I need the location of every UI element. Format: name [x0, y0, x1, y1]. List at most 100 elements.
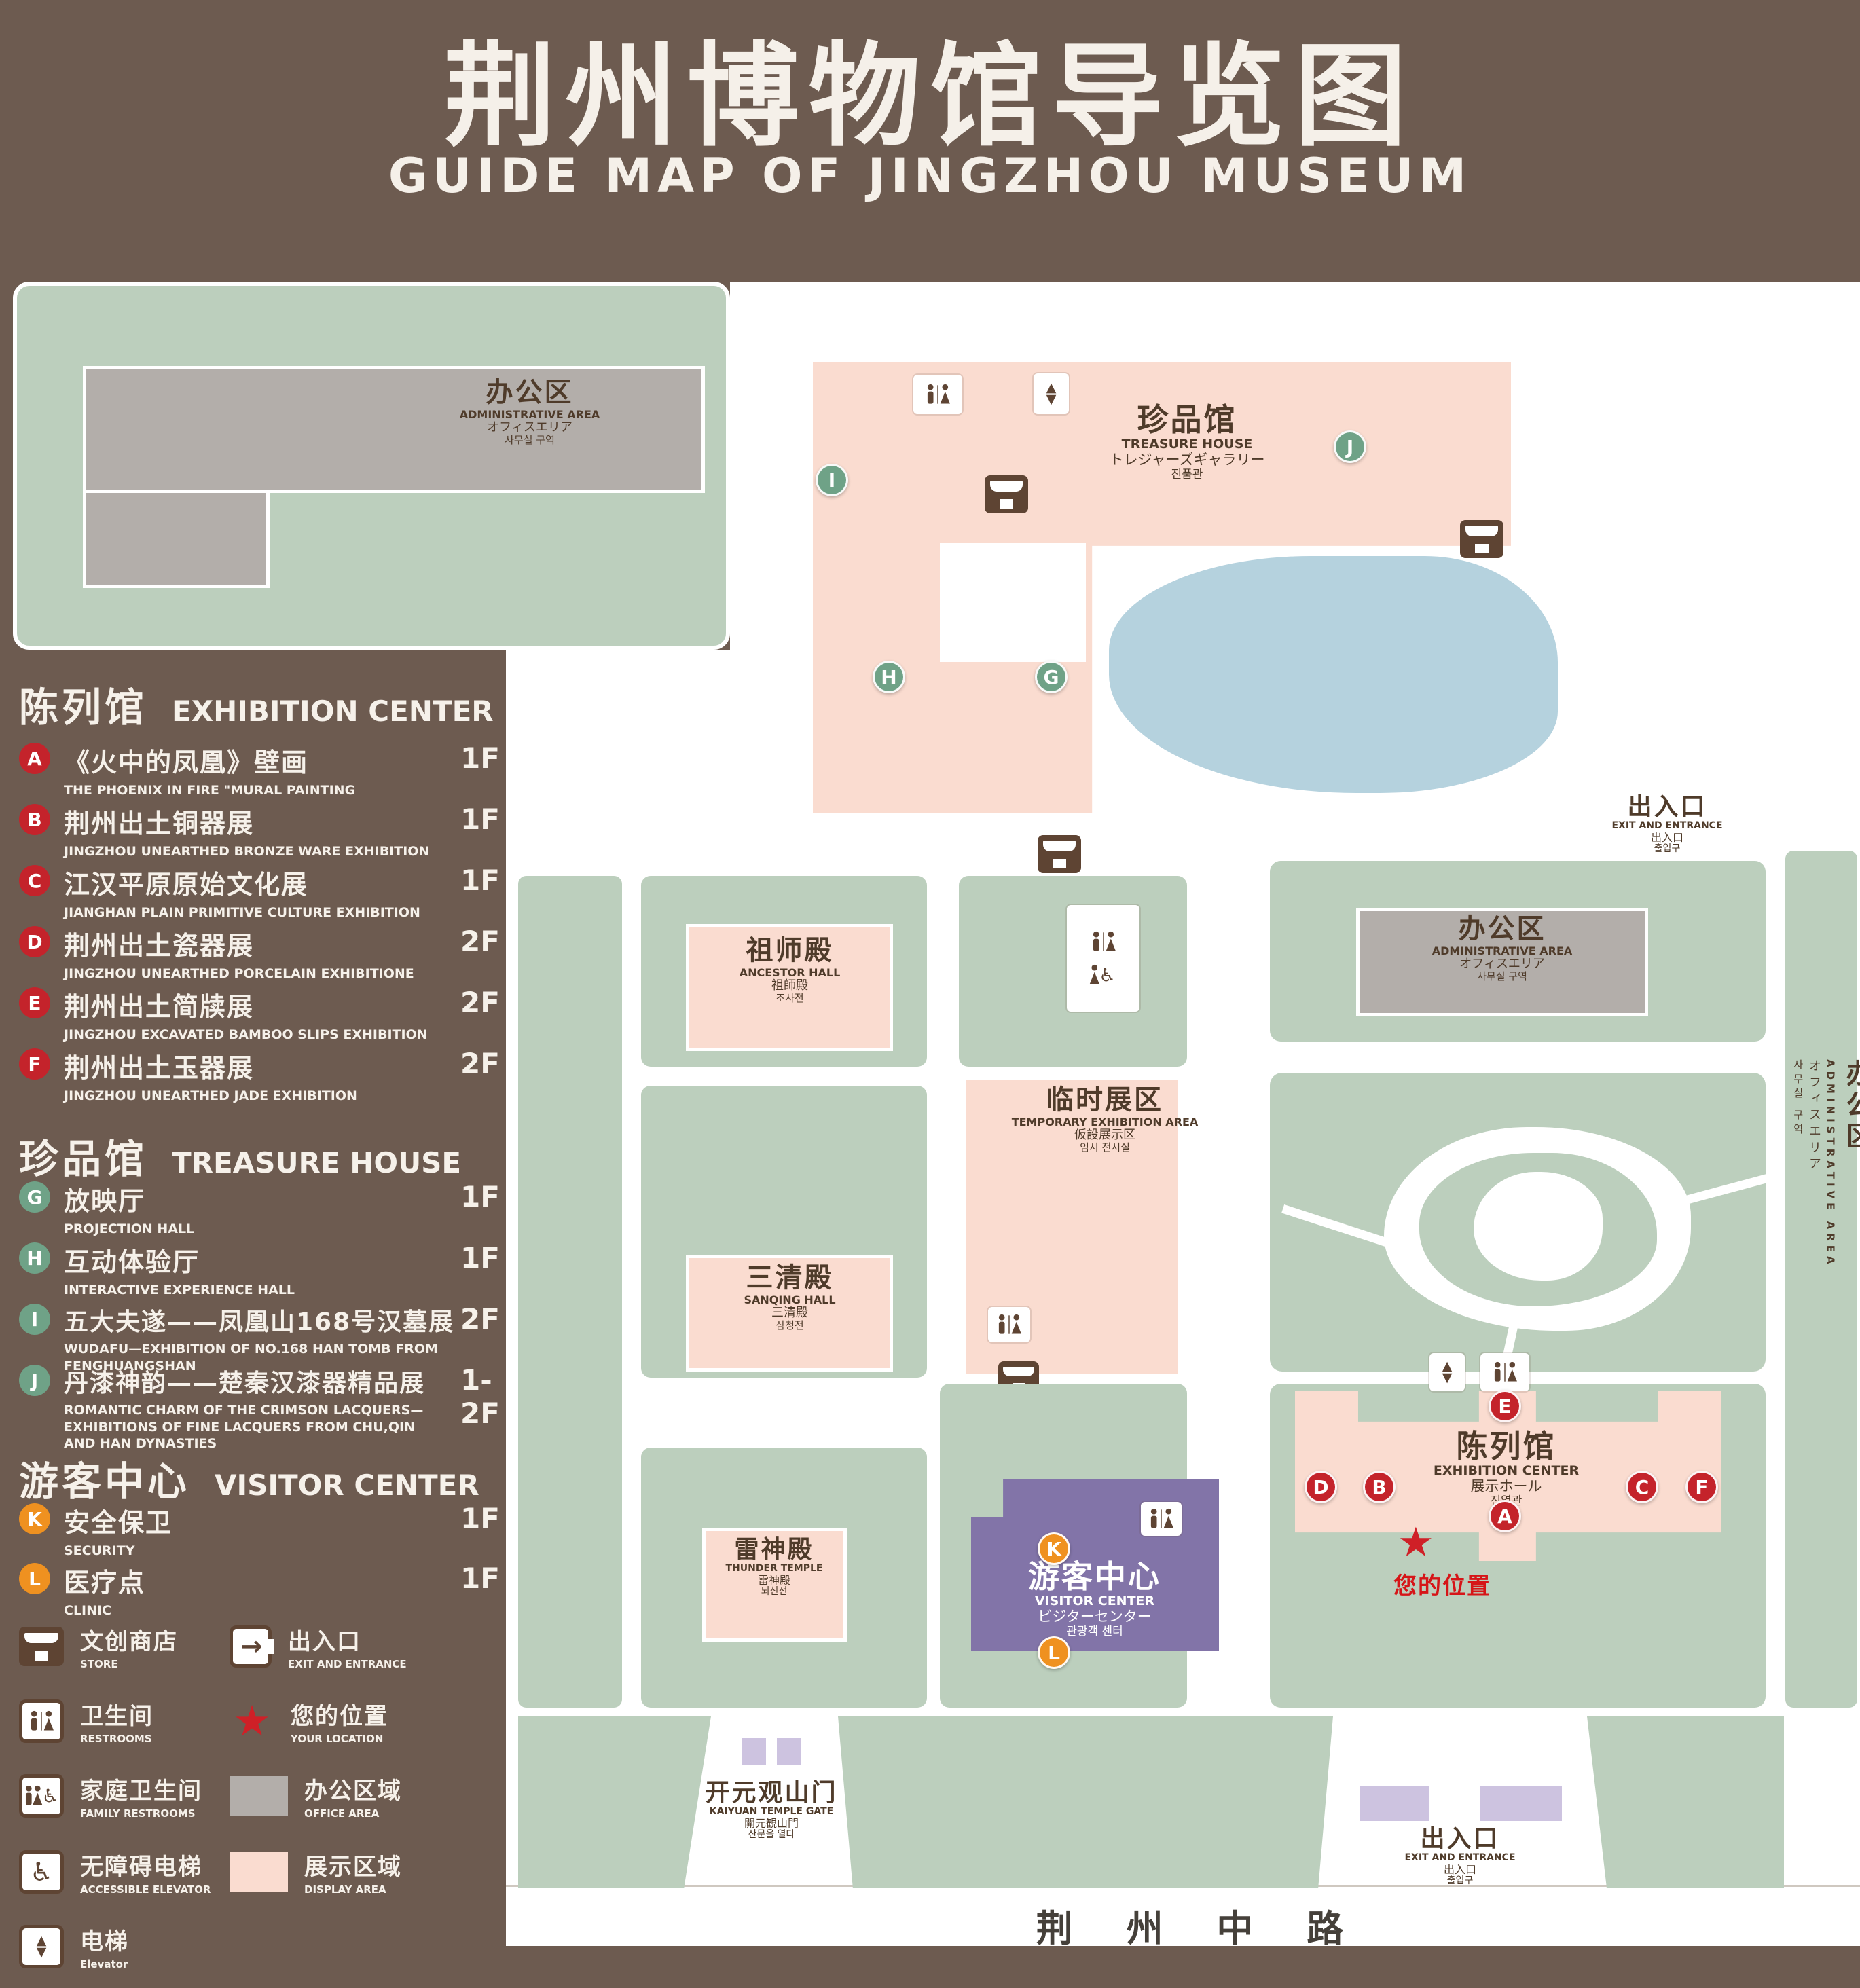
restroom-icon	[913, 375, 962, 414]
badge-L: L	[19, 1563, 50, 1594]
male-figure-icon	[926, 384, 935, 405]
your-location-star-icon	[1398, 1522, 1434, 1563]
wheelchair-icon	[30, 1857, 53, 1887]
female-figure-icon	[1012, 1314, 1021, 1335]
grounds-admin-side	[1785, 851, 1857, 1708]
floor-label: 1F	[460, 1562, 500, 1595]
garden-pond	[1474, 1172, 1603, 1281]
wheelchair-icon	[42, 1785, 59, 1807]
floor-label: 2F	[460, 925, 500, 958]
male-figure-icon	[1493, 1362, 1502, 1382]
male-figure-icon	[1091, 931, 1100, 951]
floor-label: 1F	[460, 1502, 500, 1535]
entrance-block	[1477, 1782, 1565, 1824]
section-treasure-house: 珍品馆 TREASURE HOUSE	[19, 1136, 462, 1182]
map-marker-C: C	[1626, 1471, 1658, 1503]
list-item-A: A 《火中的凤凰》壁画 THE PHOENIX IN FIRE "MURAL P…	[19, 741, 500, 799]
female-figure-icon	[1164, 1509, 1173, 1529]
restroom-building-icon	[1067, 905, 1139, 1012]
badge-I: I	[19, 1304, 50, 1335]
restroom-icon	[988, 1307, 1030, 1342]
grounds-bottom-middle	[838, 1716, 1333, 1888]
list-item-D: D 荆州出土瓷器展 JINGZHOU UNEARTHED PORCELAIN E…	[19, 925, 500, 982]
family-figure-icon	[1091, 964, 1099, 984]
map-marker-B: B	[1363, 1471, 1396, 1503]
exit-icon	[230, 1625, 274, 1668]
map-marker-E: E	[1489, 1390, 1521, 1422]
family-restroom-icon	[19, 1774, 64, 1818]
floor-label: 1F	[460, 1241, 500, 1274]
badge-B: B	[19, 804, 50, 835]
badge-G: G	[19, 1181, 50, 1213]
female-figure-icon	[1106, 931, 1115, 951]
list-item-G: G 放映厅 PROJECTION HALL 1F	[19, 1180, 500, 1238]
male-figure-icon	[998, 1314, 1006, 1335]
page-title: 荆州博物馆导览图	[443, 31, 1417, 162]
floor-label: 1F	[460, 864, 500, 897]
exit-right-label: 出入口 EXIT AND ENTRANCE 出入口 출입구	[1611, 793, 1723, 855]
admin-building-right	[1356, 908, 1648, 1016]
list-item-F: F 荆州出土玉器展 JINGZHOU UNEARTHED JADE EXHIBI…	[19, 1047, 500, 1105]
admin-building-top-left-wing	[83, 490, 270, 588]
badge-A: A	[19, 743, 50, 774]
female-figure-icon	[941, 384, 949, 405]
wheelchair-icon	[1099, 964, 1116, 986]
ancestor-hall-label: 祖师殿 ANCESTOR HALL 祖師殿 조사전	[739, 935, 841, 1005]
female-figure-icon	[33, 1786, 42, 1806]
map-marker-D: D	[1305, 1471, 1337, 1503]
your-location-text: 您的位置	[1393, 1572, 1491, 1600]
pond	[1105, 552, 1562, 797]
road-strip	[506, 1885, 1860, 1946]
store-icon	[1038, 835, 1081, 873]
grounds-bottom-right	[1587, 1716, 1784, 1888]
list-item-H: H 互动体验厅 INTERACTIVE EXPERIENCE HALL 1F	[19, 1241, 500, 1299]
floor-label: 2F	[460, 986, 500, 1019]
your-location-star-icon	[230, 1700, 274, 1742]
floor-label: 2F	[460, 1302, 500, 1336]
map-marker-I: I	[816, 464, 848, 496]
map-marker-A: A	[1489, 1500, 1521, 1532]
office-area-swatch	[230, 1776, 288, 1816]
list-item-C: C 江汉平原原始文化展 JIANGHAN PLAIN PRIMITIVE CUL…	[19, 864, 500, 921]
female-figure-icon	[1508, 1362, 1516, 1382]
badge-F: F	[19, 1048, 50, 1080]
store-icon	[1460, 520, 1503, 558]
map-marker-G: G	[1035, 661, 1068, 693]
floor-label: 1F	[460, 803, 500, 836]
store-icon	[985, 475, 1028, 513]
road-label: 荆 州 中 路	[1036, 1907, 1364, 1950]
thunder-temple-label: 雷神殿 THUNDER TEMPLE 雷神殿 뇌신전	[725, 1536, 823, 1598]
display-area-swatch	[230, 1852, 288, 1892]
page-subtitle: GUIDE MAP OF JINGZHOU MUSEUM	[388, 148, 1472, 204]
elevator-icon	[1429, 1353, 1465, 1391]
list-item-B: B 荆州出土铜器展 JINGZHOU UNEARTHED BRONZE WARE…	[19, 803, 500, 860]
treasure-house-courtyard	[940, 543, 1086, 662]
list-item-I: I 五大夫遂——凤凰山168号汉墓展 WUDAFU—EXHIBITION OF …	[19, 1302, 500, 1374]
map-marker-L: L	[1038, 1636, 1070, 1669]
elevator-icon	[1034, 373, 1069, 414]
badge-K: K	[19, 1503, 50, 1534]
ancestor-hall-building	[686, 924, 893, 1051]
badge-E: E	[19, 987, 50, 1018]
map-marker-J: J	[1334, 430, 1366, 463]
section-exhibition-center: 陈列馆 EXHIBITION CENTER	[19, 684, 494, 731]
entrance-block	[1356, 1782, 1432, 1824]
admin-building-top-left	[83, 366, 705, 493]
sanqing-hall-building	[686, 1255, 893, 1372]
exit-bottom-label: 出入口 EXIT AND ENTRANCE 出入口 출입구	[1404, 1825, 1516, 1887]
list-item-J: J 丹漆神韵——楚秦汉漆器精品展 ROMANTIC CHARM OF THE C…	[19, 1363, 500, 1452]
grounds-left-column	[518, 876, 622, 1708]
gate-block	[739, 1735, 769, 1768]
kaiyuan-gate-label: 开元观山门 KAIYUAN TEMPLE GATE 開元観山門 산문을 열다	[705, 1779, 838, 1841]
section-visitor-center: 游客中心 VISITOR CENTER	[19, 1458, 479, 1505]
